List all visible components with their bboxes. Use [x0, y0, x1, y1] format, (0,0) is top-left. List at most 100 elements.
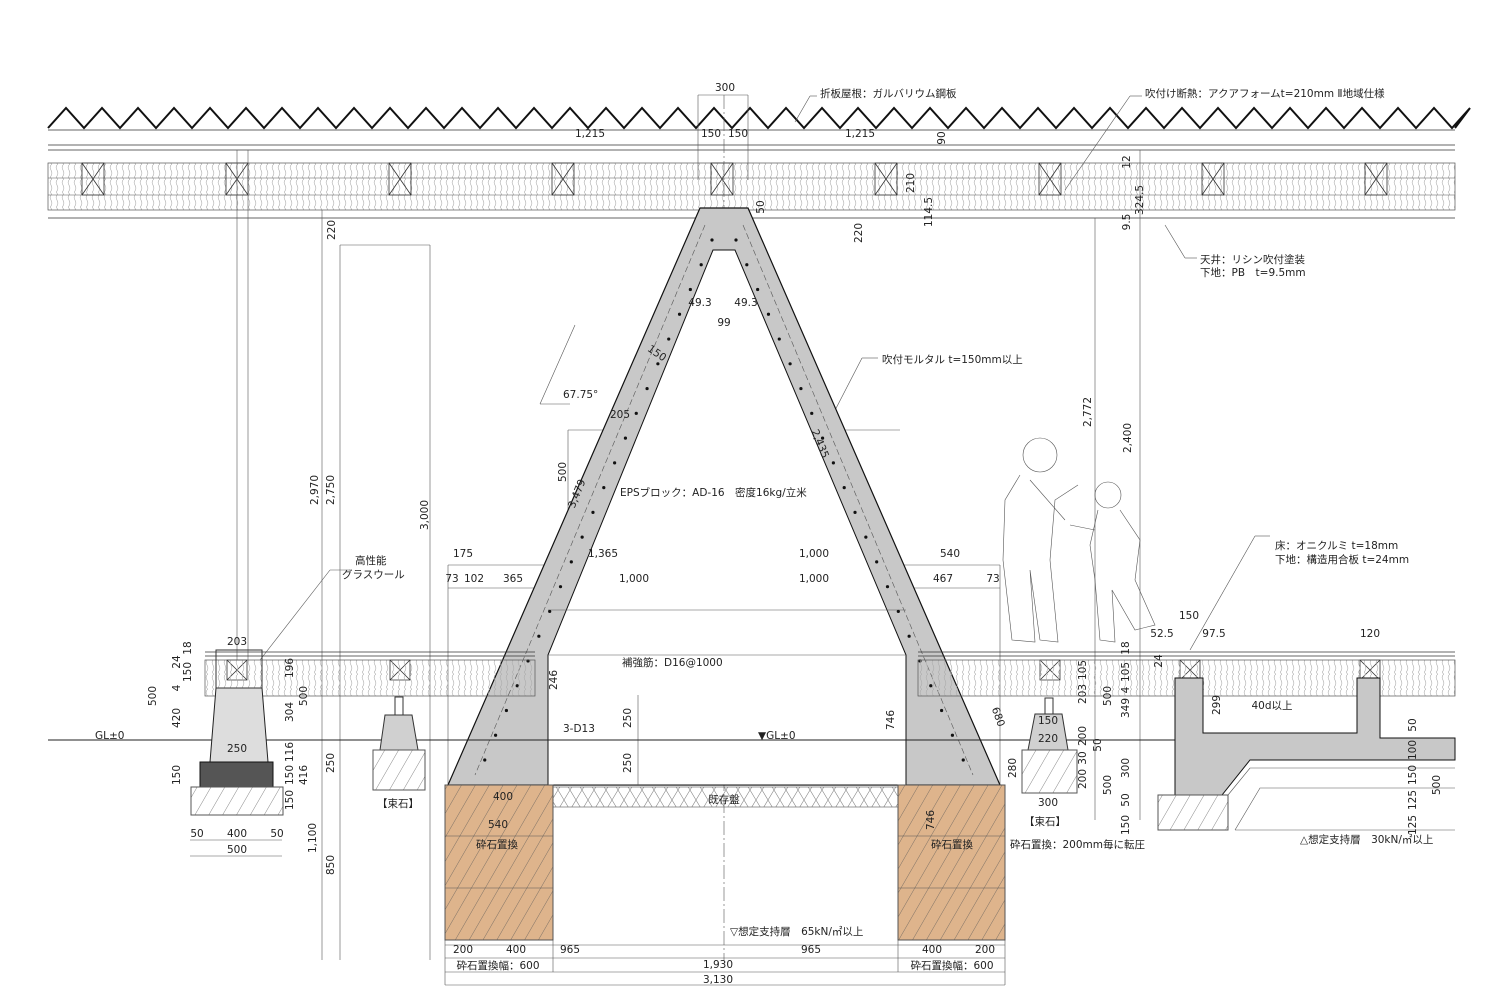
rebar-dot [961, 758, 965, 762]
dimension-d250a: 250 [227, 743, 247, 755]
dimension-d400c: 400 [506, 944, 526, 956]
dimension-d220a: 220 [326, 220, 338, 240]
dimension-d746a: 746 [885, 710, 897, 730]
dimension-d12: 12 [1121, 155, 1133, 168]
rebar-dot [734, 238, 738, 242]
dimension-d500d: 500 [227, 844, 247, 856]
gravel-replacement [444, 784, 1006, 941]
dimension-d500b: 500 [147, 686, 159, 706]
rebar-dot [613, 461, 617, 465]
note-roof: 折板屋根：ガルバリウム鋼板 [820, 87, 957, 100]
rebar-dot [939, 708, 944, 713]
dimension-d500f: 500 [1102, 775, 1114, 795]
rebar-dot [634, 411, 638, 415]
dimension-d50e: 50 [1407, 718, 1419, 731]
dimension-d4b: 4 [1120, 686, 1132, 693]
rebar-dot [602, 486, 606, 490]
rebar-dot [591, 510, 595, 514]
rebar-dot [820, 436, 825, 440]
dimension-d2772: 2,772 [1082, 397, 1094, 427]
rebar-dot [810, 411, 814, 415]
dimension-d203: 203 [227, 636, 247, 648]
note-gravel-width-left: 砕石置換幅：600 [456, 959, 539, 972]
dimension-d100: 100 [1407, 740, 1419, 760]
dimension-d18b: 18 [1120, 641, 1132, 654]
note-gravel-note: 砕石置換：200mm毎に転圧 [1010, 838, 1145, 851]
dimension-d299: 299 [1211, 695, 1223, 715]
rebar-dot [766, 312, 771, 316]
rebar-dot [645, 386, 649, 391]
folded-plate-roof [47, 106, 1471, 151]
dimension-d400d: 400 [922, 944, 942, 956]
dimension-d220b: 220 [853, 223, 865, 243]
dimension-d50d: 50 [1120, 793, 1132, 806]
rebar-dot [558, 585, 563, 589]
rebar-dot [623, 436, 628, 440]
note-bearing-right: △想定支持層 30kN/㎡以上 [1300, 833, 1433, 846]
note-mortar: 吹付モルタル t=150mm以上 [882, 353, 1023, 366]
dimension-d680: 680 [989, 706, 1007, 729]
rebar-dot [864, 535, 868, 539]
rebar-dot [788, 362, 792, 366]
note-floor-finish: 床：オニクルミ t=18mm [1275, 539, 1398, 552]
note-bearing-main: ▽想定支持層 65kN/㎡以上 [730, 925, 863, 938]
note-angle: 67.75° [563, 389, 598, 401]
dimension-d150c: 150 [182, 662, 194, 682]
note-gravel-width-right: 砕石置換幅：600 [910, 959, 993, 972]
dimension-d150e: 150 [284, 765, 296, 785]
dimension-d2750: 2,750 [325, 475, 337, 505]
dimension-d1215a: 1,215 [575, 128, 605, 140]
dimension-d150i: 150 [1120, 815, 1132, 835]
note-gravel-right: 砕石置換 [931, 839, 973, 851]
dimension-d3245: 324.5 [1134, 185, 1146, 215]
stud [388, 162, 412, 196]
dimension-d95: 9.5 [1121, 214, 1133, 231]
note-glasswool-1: 高性能 [355, 554, 387, 567]
dimension-d203b: 203 [1077, 684, 1089, 704]
rebar-dot [907, 634, 911, 638]
dimension-d200b: 200 [975, 944, 995, 956]
dimension-d1000a: 1,000 [799, 548, 829, 560]
note-floor-base: 下地：構造用合板 t=24mm [1275, 553, 1409, 566]
dimension-d150a: 150 [701, 128, 721, 140]
dimension-d150h: 150 [1038, 715, 1058, 727]
dimension-d125b: 125 [1407, 815, 1419, 835]
dimension-d18: 18 [182, 641, 194, 654]
dimension-d1365: 1,365 [588, 548, 618, 560]
dimension-d250d: 250 [622, 753, 634, 773]
dimension-d300b: 300 [1120, 758, 1132, 778]
dimension-d90: 90 [936, 131, 948, 144]
dimension-d200d: 200 [1077, 769, 1089, 789]
note-gl-center: ▼GL±0 [758, 730, 796, 742]
dimension-d300: 300 [715, 82, 735, 94]
dimension-d200a: 200 [453, 944, 473, 956]
dimension-d50b: 50 [270, 828, 283, 840]
dimension-d420: 420 [171, 708, 183, 728]
note-ceiling-base: 下地：PB t=9.5mm [1200, 266, 1306, 279]
stud [1038, 162, 1062, 196]
dimension-d30: 30 [1077, 751, 1089, 764]
stud [551, 162, 575, 196]
rebar-dot [504, 708, 509, 713]
dimension-d493a: 49.3 [688, 297, 711, 309]
rebar-dot [950, 733, 955, 737]
dimension-d24: 24 [171, 655, 183, 669]
dimension-d500e: 500 [1102, 686, 1114, 706]
dimension-d150f: 150 [284, 790, 296, 810]
dimension-d304: 304 [284, 702, 296, 722]
dimension-d250b: 250 [325, 753, 337, 773]
dimension-d105a: 105 [1077, 660, 1089, 680]
dimension-d220c: 220 [1038, 733, 1058, 745]
dimension-d365: 365 [503, 573, 523, 585]
dimension-d210: 210 [905, 173, 917, 193]
dimension-d540b: 540 [488, 819, 508, 831]
dimension-d150g: 150 [1179, 610, 1199, 622]
note-gravel-left: 砕石置換 [476, 839, 518, 851]
tsukaishi-right [1021, 697, 1078, 794]
dimension-d50c: 50 [1092, 738, 1104, 751]
note-rebar-3d13: 3-D13 [563, 723, 595, 735]
dimension-d540: 540 [940, 548, 960, 560]
stud [1201, 162, 1225, 196]
